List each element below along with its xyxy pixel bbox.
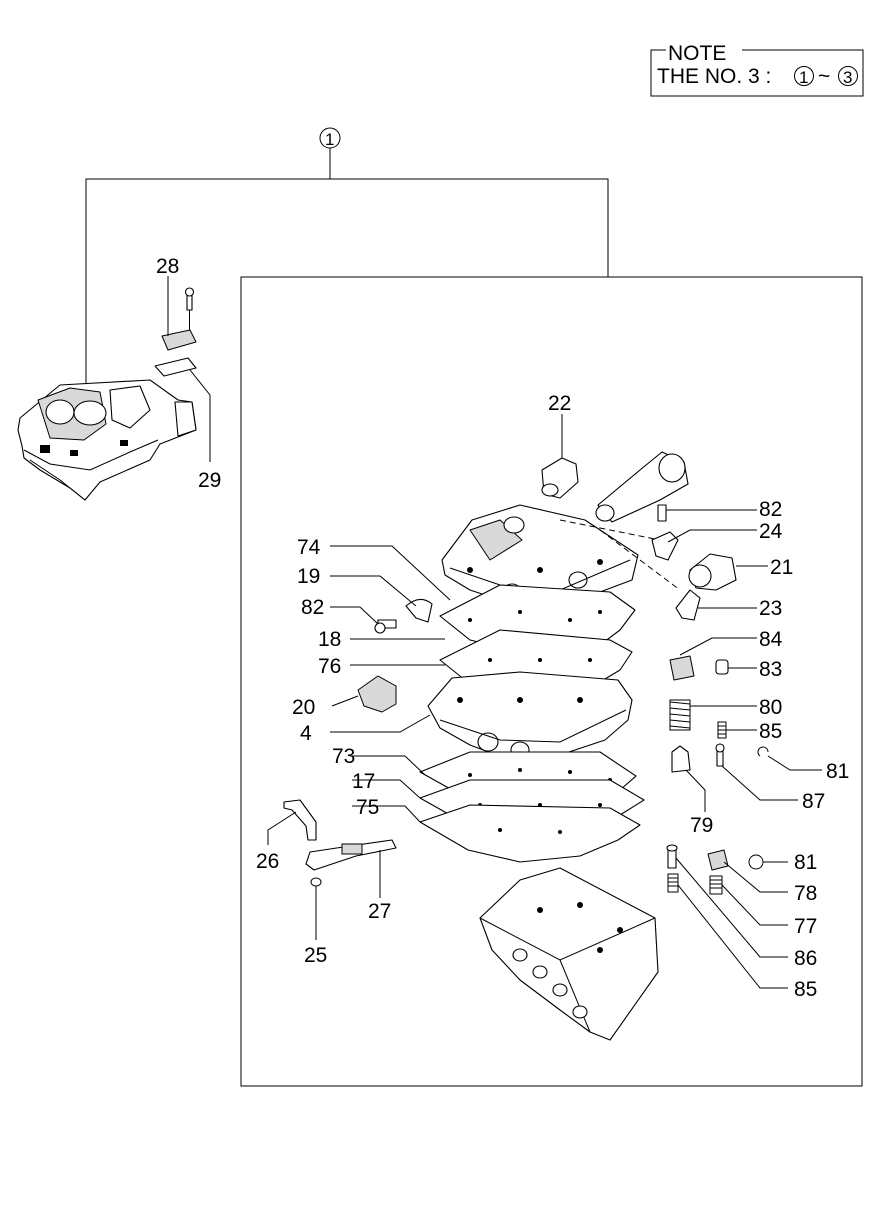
- part-24-bracket: [651, 529, 757, 561]
- note-line: THE NO. 3 :: [657, 65, 771, 88]
- label-24: 24: [759, 520, 783, 543]
- part-23-bracket: [675, 589, 757, 621]
- label-26: 26: [256, 850, 279, 873]
- upper-valve-body-drawing: [441, 504, 681, 601]
- part-20-solenoid: [331, 675, 397, 713]
- label-27: 27: [368, 900, 391, 923]
- assembly-callout: 1: [85, 127, 609, 383]
- label-17: 17: [352, 770, 375, 793]
- note-title: NOTE: [668, 42, 726, 65]
- label-29: 29: [198, 469, 221, 492]
- label-74: 74: [297, 536, 321, 559]
- label-81-lower: 81: [794, 851, 817, 874]
- label-19: 19: [297, 565, 320, 588]
- label-80: 80: [759, 696, 782, 719]
- note-box: NOTE THE NO. 3 : 1 ~ 3: [650, 42, 864, 97]
- note-range-start: 1: [799, 68, 808, 87]
- label-21: 21: [770, 556, 793, 579]
- part-80-spring: [669, 699, 757, 731]
- label-76: 76: [318, 655, 341, 678]
- part-21-solenoid: [688, 553, 768, 591]
- part-77-spring: [709, 875, 788, 926]
- note-range-sep: ~: [818, 65, 830, 88]
- part-85-spring-lower: [667, 873, 788, 989]
- exploded-view-frame: [240, 276, 863, 1087]
- part-84-plug: [669, 637, 757, 681]
- large-solenoid: [595, 451, 689, 523]
- part-82-bolt-upper: [657, 504, 757, 522]
- label-82-lower: 82: [301, 596, 324, 619]
- label-25: 25: [304, 944, 327, 967]
- leader-74: [330, 545, 451, 601]
- label-79: 79: [690, 814, 713, 837]
- part-78-plug: [707, 849, 788, 893]
- label-82-upper: 82: [759, 498, 782, 521]
- label-87: 87: [802, 790, 825, 813]
- label-73: 73: [332, 745, 355, 768]
- label-77: 77: [794, 915, 817, 938]
- label-81-upper: 81: [826, 760, 849, 783]
- part-83-plug: [715, 659, 757, 675]
- part-86-pin: [666, 844, 788, 958]
- valve-body-assembly-drawing: [17, 379, 197, 501]
- part-22-solenoid: [541, 414, 579, 499]
- gasket-75: [352, 804, 641, 863]
- label-20: 20: [292, 696, 315, 719]
- part-85-spring-upper: [717, 721, 757, 739]
- part-27-pipe: [305, 839, 397, 898]
- part-19-clip: [330, 575, 433, 623]
- assembly-callout-number: 1: [325, 130, 334, 149]
- part-28-cover: [161, 276, 197, 351]
- label-28: 28: [156, 255, 179, 278]
- label-86: 86: [794, 947, 817, 970]
- part-79-valve: [671, 745, 706, 812]
- part-87-pin: [715, 743, 798, 801]
- note-range-end: 3: [843, 68, 852, 87]
- part-26-pipe: [267, 799, 317, 845]
- part-82-bolt-lower: [330, 606, 397, 634]
- label-75: 75: [356, 796, 379, 819]
- label-23: 23: [759, 597, 782, 620]
- part-81-ring-upper: [757, 746, 822, 771]
- label-78: 78: [794, 882, 817, 905]
- label-83: 83: [759, 658, 782, 681]
- label-22: 22: [548, 392, 571, 415]
- label-85-lower: 85: [794, 978, 817, 1001]
- label-4: 4: [300, 722, 312, 745]
- part-81-ring-lower: [748, 854, 788, 870]
- lower-valve-body-drawing: [479, 867, 659, 1041]
- label-84: 84: [759, 628, 783, 651]
- part-25-oring: [310, 877, 322, 940]
- label-18: 18: [318, 628, 341, 651]
- part-29-gasket: [154, 357, 211, 462]
- label-85-upper: 85: [759, 720, 782, 743]
